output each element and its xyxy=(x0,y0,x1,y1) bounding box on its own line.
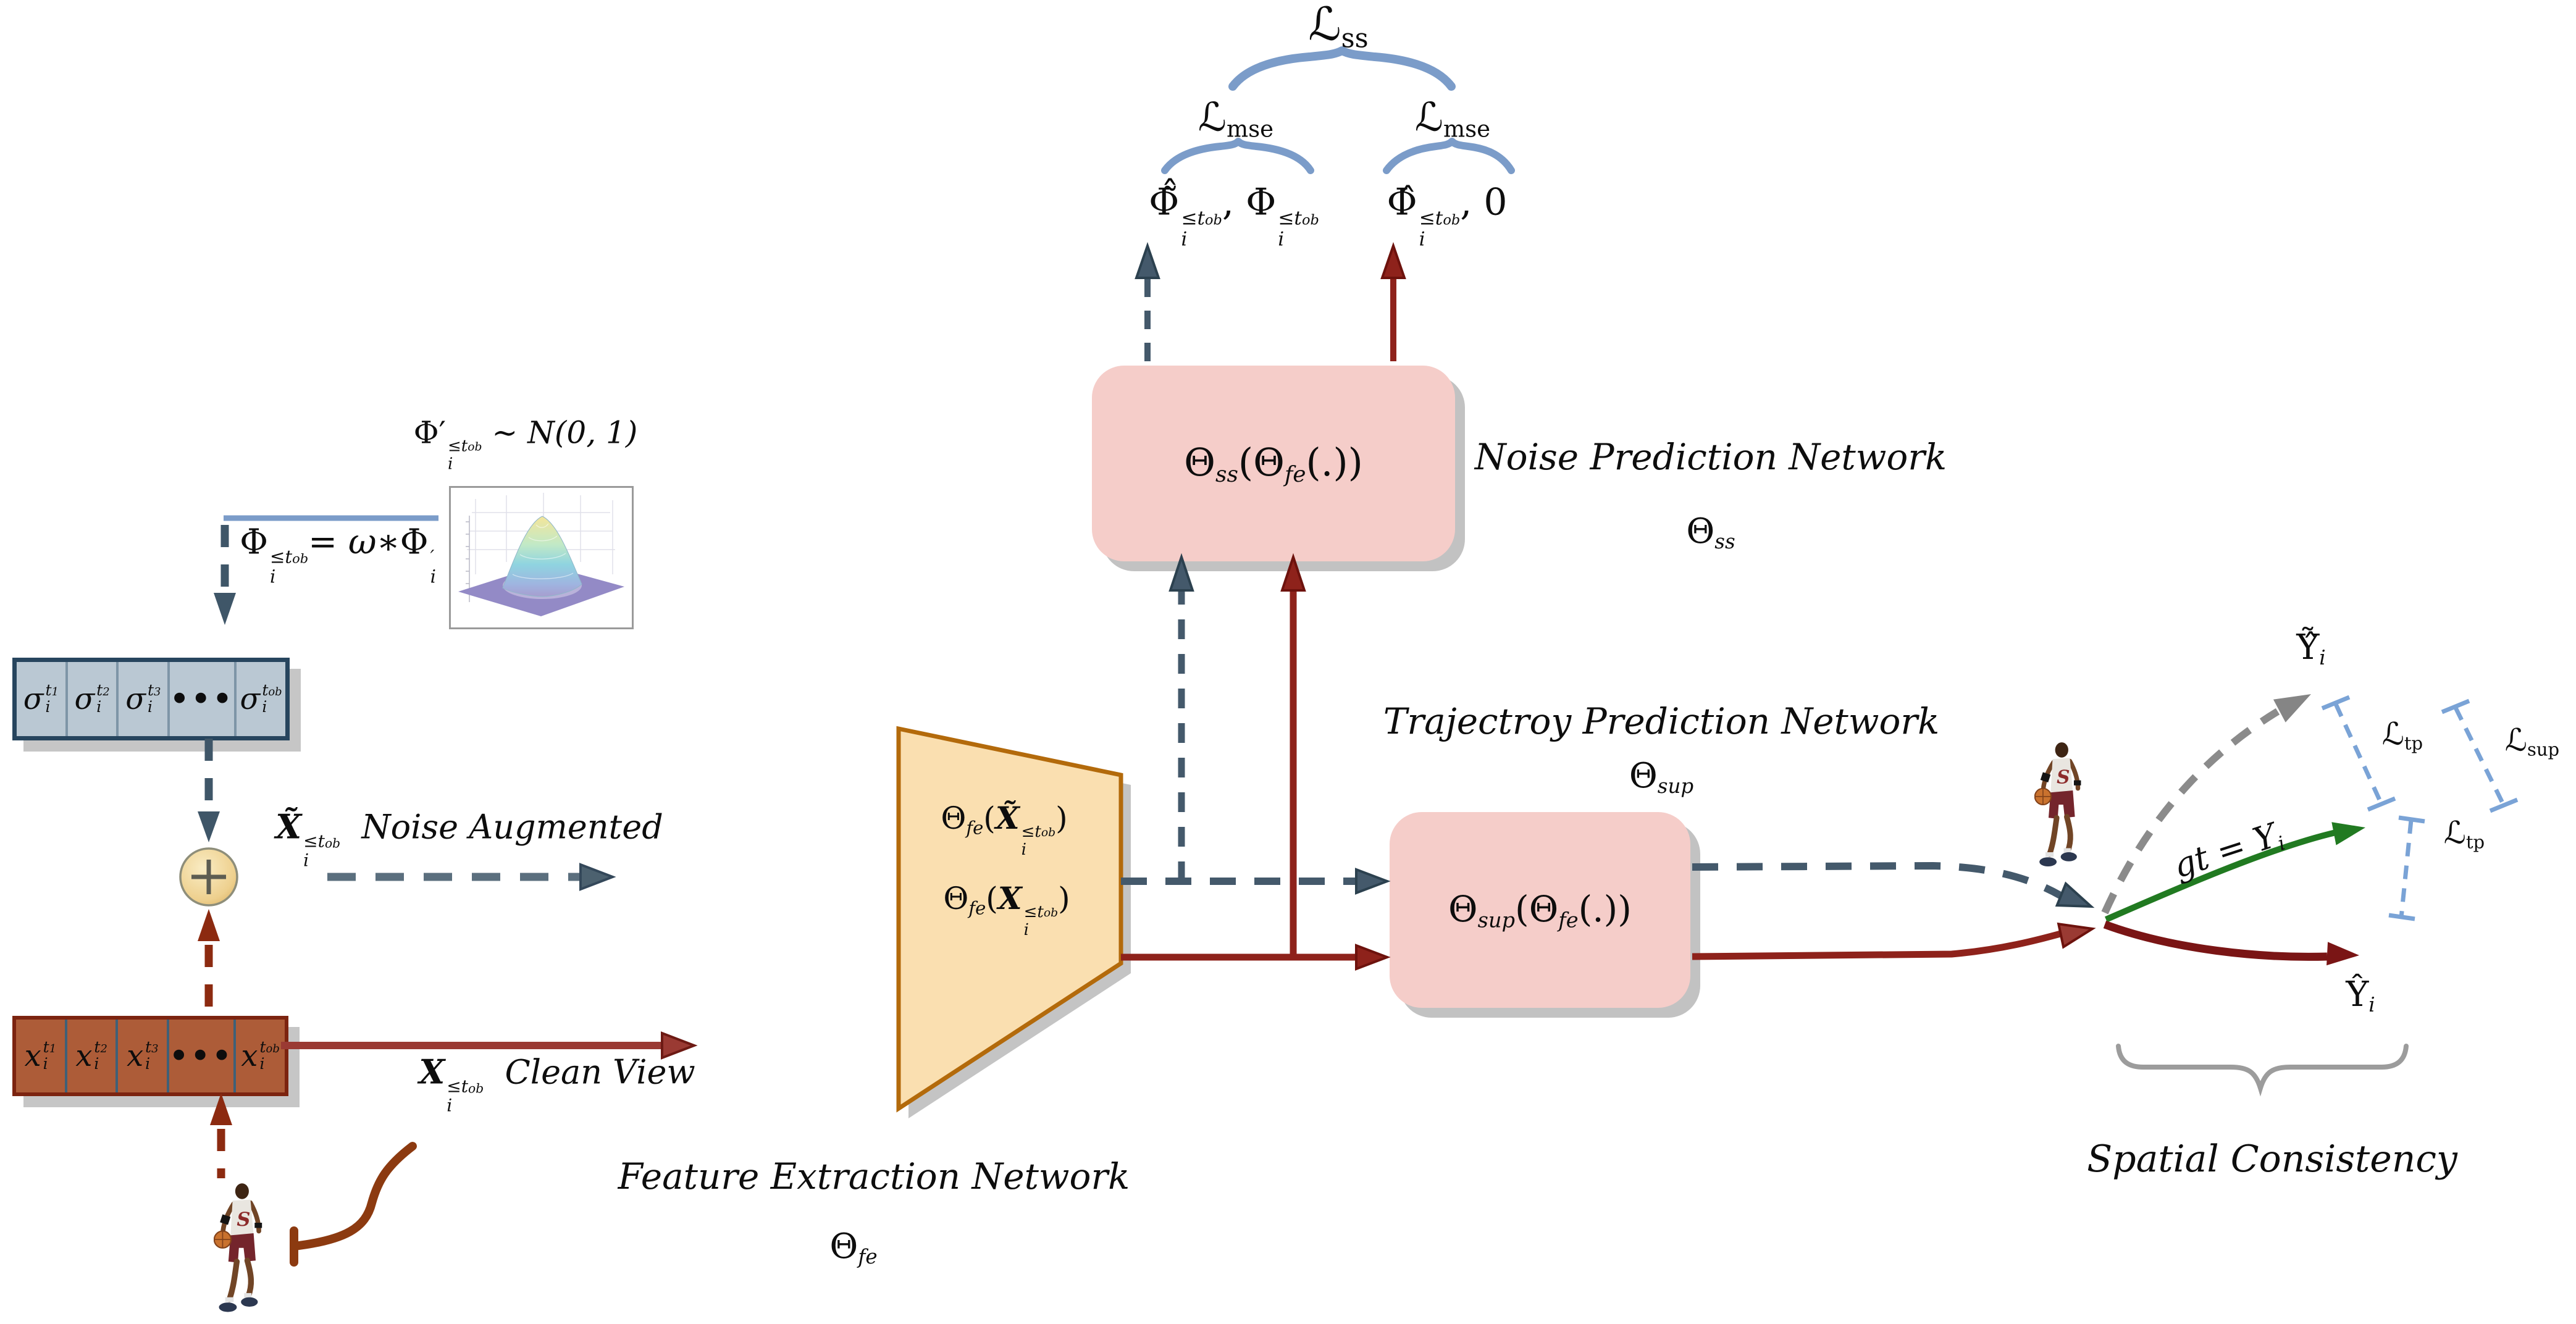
prediction-arrows xyxy=(2101,694,2365,966)
trajectory-prediction-network-box: Θsup(Θfe(.)) xyxy=(1390,812,1690,1008)
brace-ss xyxy=(1228,46,1456,91)
loss-tp-lower-label: ℒtp xyxy=(2443,815,2485,853)
loss-tp-upper-label: ℒtp xyxy=(2381,716,2423,754)
noise-network-name: Noise Prediction Network xyxy=(1474,436,1947,478)
traj-network-name: Trajectroy Prediction Network xyxy=(1383,700,1940,742)
arrowhead-up-icon xyxy=(1135,241,1160,279)
loss-mse-right-label: ℒmse xyxy=(1414,94,1491,143)
traj-network-theta: Θsup xyxy=(1629,755,1694,798)
bracket-cap xyxy=(2441,698,2470,714)
arrowhead-green-icon xyxy=(2331,822,2365,845)
noise-prediction-network-box: Θss(Θfe(.)) xyxy=(1092,366,1455,561)
plus-icon xyxy=(179,847,238,907)
curve xyxy=(290,1142,417,1251)
arrowhead-up-icon xyxy=(1168,553,1194,592)
x-cell-dots: ••• xyxy=(167,1020,233,1092)
bracket-tp-lower xyxy=(2399,819,2414,918)
axis-ticks xyxy=(466,516,470,602)
arrowhead-right-icon xyxy=(1355,944,1391,971)
noise-net-outputs xyxy=(1135,241,1406,361)
theta-sup-call-formula: Θsup(Θfe(.)) xyxy=(1448,887,1632,932)
mid-flows xyxy=(1121,868,1391,971)
arrowhead-up-icon xyxy=(198,909,220,941)
feature-network-name: Feature Extraction Network xyxy=(618,1155,1130,1197)
clean-pred-flow xyxy=(1692,929,2064,960)
bracket-cap xyxy=(2398,815,2425,824)
arrowhead-up-icon xyxy=(210,1093,232,1125)
sigma-cell-dots: ••• xyxy=(167,662,234,736)
gaussian-plot-icon xyxy=(449,486,634,629)
underbrace xyxy=(2116,1044,2409,1097)
bracket-cap xyxy=(2367,796,2396,812)
arrowhead-right-icon xyxy=(2055,881,2095,908)
bracket-cap xyxy=(2388,913,2415,921)
y-noisy-pred-label: Ỹ̂i xyxy=(2296,627,2326,670)
loss-ss-label: ℒss xyxy=(1308,0,1369,54)
traj-net-outputs xyxy=(1692,861,2096,960)
y-clean-pred-label: Ŷi xyxy=(2346,974,2375,1017)
arrowhead-gray-icon xyxy=(2273,694,2311,723)
spatial-consistency-label: Spatial Consistency xyxy=(2087,1138,2457,1181)
bracket-cap xyxy=(2489,797,2519,813)
loss-sup-label: ℒsup xyxy=(2504,722,2560,760)
bracket-tp-upper xyxy=(2333,703,2384,805)
loss-mse-left-label: ℒmse xyxy=(1198,94,1274,143)
brace-mse-left xyxy=(1161,138,1314,174)
brace-mse-right xyxy=(1383,138,1515,174)
basketball-player-icon xyxy=(214,1183,262,1312)
arrowhead-up-icon xyxy=(1280,553,1306,592)
bell-contours xyxy=(512,523,574,579)
feature-network-theta: Θfe xyxy=(829,1226,878,1269)
theta-ss-call-formula: Θss(Θfe(.)) xyxy=(1184,439,1363,488)
bracket-cap xyxy=(2321,695,2351,711)
branches-to-noise-net xyxy=(1168,553,1306,957)
gaussian-bell xyxy=(502,516,582,597)
arrowhead-down-icon xyxy=(198,811,220,842)
arrowhead-right-icon xyxy=(2057,922,2096,949)
basketball-player-icon xyxy=(2035,742,2081,866)
arrowhead-up-icon xyxy=(1380,241,1406,279)
noise-network-theta: Θss xyxy=(1686,511,1735,554)
arrowhead-down-icon xyxy=(214,593,236,625)
clean-traj-arrow xyxy=(2103,920,2328,961)
arrowhead-right-icon xyxy=(1355,868,1391,895)
ground-truth-label: gt = Yi xyxy=(2168,816,2288,886)
arrowhead-red-icon xyxy=(2326,942,2359,966)
gaussian-surface-svg xyxy=(458,493,624,616)
trajectory-curve-icon xyxy=(290,1142,417,1267)
bracket-sup xyxy=(2453,706,2506,807)
noisy-pred-flow xyxy=(1692,861,2062,899)
